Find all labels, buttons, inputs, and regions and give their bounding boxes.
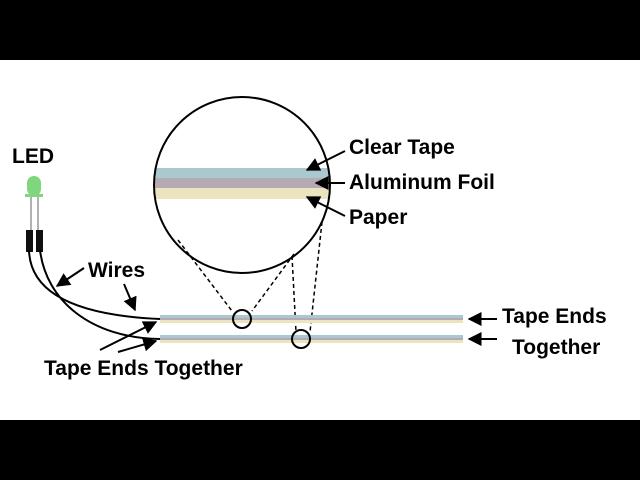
wires-label: Wires: [88, 259, 145, 282]
clear-tape-arrow: [305, 150, 346, 171]
led-body: [27, 176, 41, 196]
magnified-cross-section: [153, 96, 331, 274]
diagram-canvas: Clear Tape Aluminum Foil Paper: [0, 60, 640, 420]
aluminum-foil-layer: [154, 178, 330, 188]
led-lead-right: [36, 230, 43, 252]
magnifier-circle: [153, 96, 331, 274]
letterbox-bottom: [0, 420, 640, 480]
wires: [28, 249, 161, 340]
lower-strip: [160, 335, 463, 343]
tape-ends-together-bottom-label: Tape Ends Together: [44, 357, 243, 380]
tape-ends-right-label-line1: Tape Ends: [502, 305, 607, 328]
led: [25, 176, 43, 252]
layer-arrows: [305, 150, 346, 217]
letterbox-top: [0, 0, 640, 60]
zoom-marker-lower: [291, 329, 311, 349]
zoom-marker-upper: [232, 309, 252, 329]
tape-ends-right-arrows: [467, 312, 497, 346]
paper-layer: [154, 188, 330, 199]
clear-tape-layer: [154, 168, 330, 178]
paper-label: Paper: [349, 206, 407, 229]
clear-tape-label: Clear Tape: [349, 136, 455, 159]
aluminum-foil-label: Aluminum Foil: [349, 171, 495, 194]
wires-arrows: [55, 267, 137, 312]
tape-ends-right-label-line2: Together: [512, 336, 600, 359]
upper-strip: [160, 315, 463, 323]
paper-arrow: [305, 196, 346, 217]
led-label: LED: [12, 145, 54, 168]
led-lead-left: [26, 230, 33, 252]
tape-ends-left-arrows: [99, 321, 158, 353]
